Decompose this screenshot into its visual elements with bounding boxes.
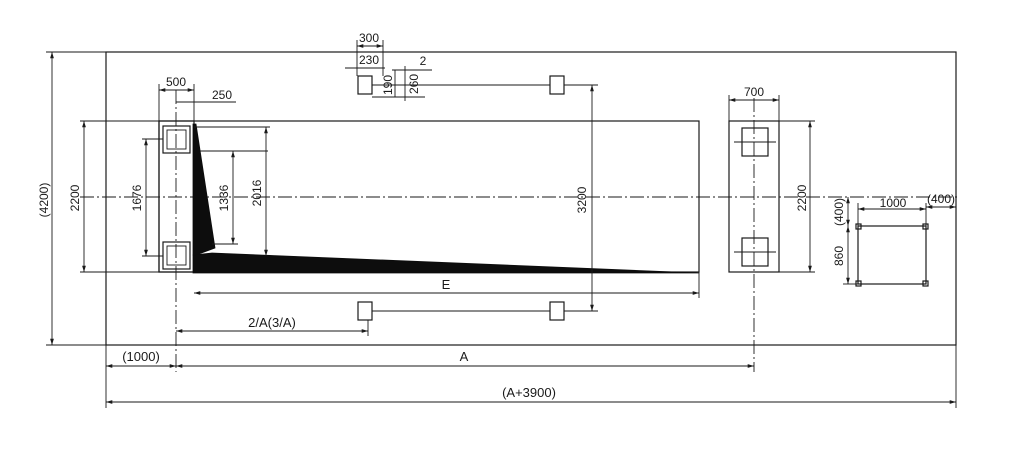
dim-2200-left-label: 2200	[68, 184, 82, 211]
aux-corner-br	[922, 280, 929, 287]
support-wedge-horizontal	[192, 252, 700, 274]
dim-860-label: 860	[832, 246, 846, 266]
bottom-plate-right	[549, 301, 565, 321]
dim-1000-label: 1000	[880, 196, 907, 210]
dim-190-label: 190	[381, 75, 395, 95]
dim-E-label: E	[442, 277, 451, 292]
top-plate-left	[357, 75, 373, 95]
dim-1336-label: 1336	[217, 184, 231, 211]
left-anchor-top	[162, 125, 191, 154]
dim-2A3A-label: 2/A(3/A)	[248, 315, 296, 330]
outer-foundation-outline	[105, 51, 957, 346]
dim-400-v-label: (400)	[832, 198, 846, 226]
top-plate-right	[549, 75, 565, 95]
dim-1676-label: 1676	[130, 184, 144, 211]
dim-700-label: 700	[744, 85, 764, 99]
aux-corner-tl	[855, 223, 862, 230]
left-anchor-block	[158, 120, 195, 273]
dim-250-label: 250	[212, 88, 232, 102]
aux-foundation	[857, 225, 927, 285]
dim-400-h-label: (400)	[927, 192, 955, 206]
support-wedge-vertical	[192, 123, 216, 256]
left-anchor-bottom-inner	[166, 245, 187, 266]
dim-A3900-label: (A+3900)	[502, 385, 556, 400]
bottom-plate-left	[357, 301, 373, 321]
dim-2200-right-label: 2200	[795, 184, 809, 211]
left-anchor-bottom	[162, 241, 191, 270]
dim-A-label: A	[460, 349, 469, 364]
dim-3200-label: 3200	[575, 186, 589, 213]
machine-bed-outline	[158, 120, 700, 273]
dim-4200-label: (4200)	[37, 183, 51, 218]
dim-500-label: 500	[166, 75, 186, 89]
dim-2-label: 2	[420, 54, 427, 68]
dim-300-label: 300	[359, 31, 379, 45]
aux-corner-bl	[855, 280, 862, 287]
dim-260-label: 260	[407, 74, 421, 94]
dim-230-label: 230	[359, 53, 379, 67]
dim-1000-paren-label: (1000)	[122, 349, 160, 364]
aux-corner-tr	[922, 223, 929, 230]
left-anchor-top-inner	[166, 129, 187, 150]
dim-2016-label: 2016	[250, 179, 264, 206]
